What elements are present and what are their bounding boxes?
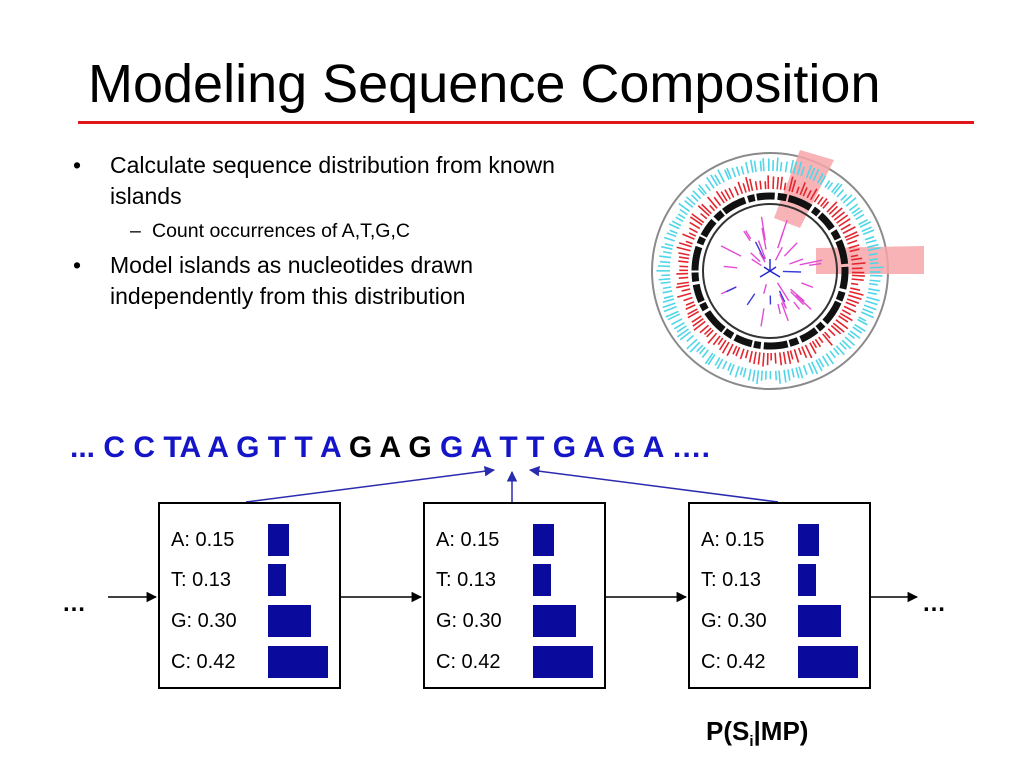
- distribution-label: G: 0.30: [171, 610, 237, 632]
- sub-bullet-item: – Count occurrences of A,T,G,C: [70, 216, 590, 246]
- slide-title: Modeling Sequence Composition: [88, 54, 881, 114]
- distribution-bar: [268, 605, 311, 637]
- distribution-label: A: 0.15: [701, 529, 765, 551]
- dna-sequence: ... C C TA A G T T A G A G G A T T G A G…: [70, 428, 710, 468]
- distribution-bar: [533, 646, 593, 678]
- bullet-icon: •: [73, 152, 82, 178]
- bullet-icon: •: [73, 252, 82, 278]
- circular-genome-map-icon: [651, 150, 924, 390]
- distribution-label: T: 0.13: [436, 569, 497, 591]
- distribution-bar: [268, 564, 286, 596]
- emission-arrow: [528, 466, 779, 503]
- formula-suffix: |MP): [753, 716, 809, 746]
- distribution-box: A: 0.15 T: 0.13 G: 0.30 C: 0.42: [423, 502, 606, 689]
- distribution-box: A: 0.15 T: 0.13 G: 0.30 C: 0.42: [158, 502, 341, 689]
- probability-formula: P(Si|MP): [706, 714, 808, 759]
- title-underline: [78, 121, 974, 124]
- bullet-list: • Calculate sequence distribution from k…: [70, 150, 590, 316]
- distribution-bar: [268, 646, 328, 678]
- distribution-bar: [268, 524, 289, 556]
- sequence-highlight: G A G: [348, 431, 432, 464]
- distribution-label: G: 0.30: [436, 610, 502, 632]
- distribution-label: C: 0.42: [171, 651, 236, 673]
- distribution-label: C: 0.42: [436, 651, 501, 673]
- dash-icon: –: [130, 220, 141, 242]
- distribution-bar: [798, 605, 841, 637]
- distribution-bar: [798, 564, 816, 596]
- ellipsis-right: …: [922, 590, 946, 617]
- distribution-box: A: 0.15 T: 0.13 G: 0.30 C: 0.42: [688, 502, 871, 689]
- distribution-bar: [798, 646, 858, 678]
- sub-bullet-text: Count occurrences of A,T,G,C: [152, 220, 410, 242]
- ellipsis-left: …: [62, 590, 86, 617]
- sequence-prefix: ... C C TA A G T T A: [70, 431, 349, 464]
- distribution-bar: [533, 564, 551, 596]
- distribution-bar: [533, 605, 576, 637]
- bullet-item: • Calculate sequence distribution from k…: [70, 150, 590, 212]
- distribution-bar: [533, 524, 554, 556]
- distribution-label: C: 0.42: [701, 651, 766, 673]
- distribution-label: A: 0.15: [171, 529, 235, 551]
- distribution-label: T: 0.13: [171, 569, 232, 591]
- distribution-label: G: 0.30: [701, 610, 767, 632]
- sequence-suffix: G A T T G A G A ….: [431, 431, 710, 464]
- formula-prefix: P(S: [706, 716, 750, 746]
- bullet-text: Model islands as nucleotides drawn indep…: [110, 252, 474, 309]
- bullet-text: Calculate sequence distribution from kno…: [110, 152, 555, 209]
- distribution-label: A: 0.15: [436, 529, 500, 551]
- emission-arrow: [245, 466, 496, 503]
- distribution-bar: [798, 524, 819, 556]
- distribution-label: T: 0.13: [701, 569, 762, 591]
- formula-subscript: i: [749, 733, 754, 751]
- bullet-item: • Model islands as nucleotides drawn ind…: [70, 250, 590, 312]
